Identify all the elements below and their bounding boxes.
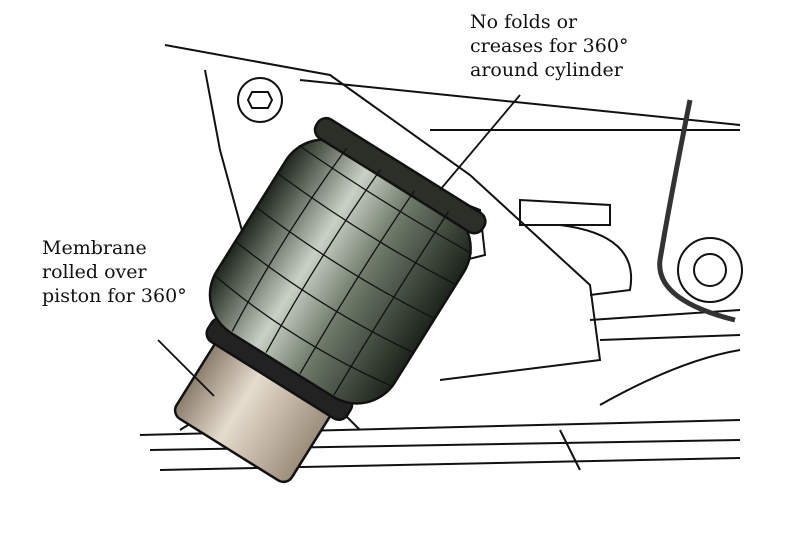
annotation-membrane-rolled: Membrane rolled over piston for 360° (42, 237, 187, 307)
leader-lines (157, 94, 521, 397)
air-spring (173, 116, 487, 484)
leader-line-left (157, 339, 215, 397)
top-cap (313, 116, 487, 235)
annotation-no-folds: No folds or creases for 360° around cyli… (470, 11, 629, 81)
leader-line-top (439, 94, 521, 191)
